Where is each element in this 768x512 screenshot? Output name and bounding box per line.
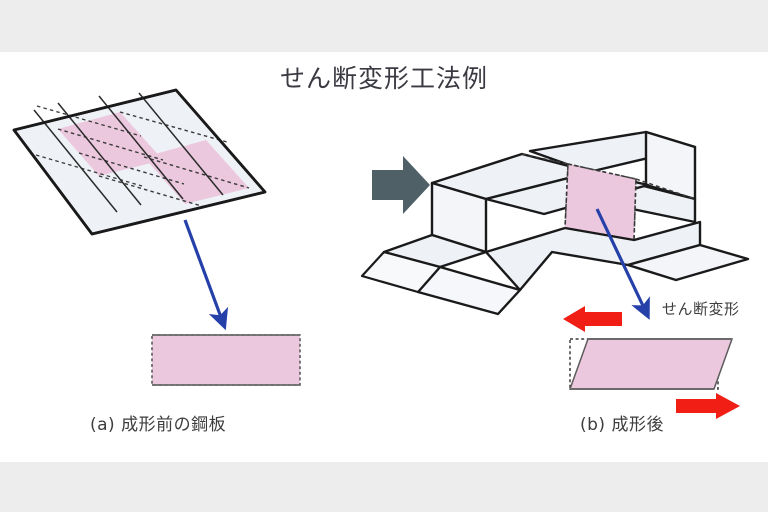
grid-solid-lines <box>33 92 224 213</box>
page-title: せん断変形工法例 <box>280 64 488 93</box>
formed-lower-left-edge <box>360 250 442 294</box>
detail-before-group <box>151 334 301 386</box>
detail-after-parallelogram <box>568 338 734 390</box>
detail-after-group <box>568 338 734 390</box>
grid-dashed-lines <box>57 111 250 208</box>
blank-sheet-outline-top <box>12 88 267 236</box>
caption-left: (a) 成形前の鋼板 <box>90 415 226 435</box>
callout-arrow-right <box>595 208 650 320</box>
shear-annotation-label: せん断変形 <box>662 300 740 318</box>
formed-right-lower-flange <box>626 243 750 282</box>
top-letterbox-band <box>0 0 768 52</box>
formed-part-group <box>360 130 750 316</box>
formed-highlight-patch <box>564 163 637 241</box>
caption-right: (b) 成形後 <box>580 415 664 435</box>
bottom-letterbox-band <box>0 462 768 512</box>
shear-arrow-left-red <box>563 306 622 332</box>
formed-hidden-edges <box>521 153 696 241</box>
callout-arrow-left <box>183 219 229 331</box>
detail-before-rect <box>151 334 301 386</box>
shear-arrow-right-red <box>676 393 740 419</box>
diagram-canvas: せん断変形工法例 <box>0 52 768 462</box>
grid-dashed-lines-b <box>35 105 143 187</box>
process-arrow <box>372 156 430 214</box>
diagram-svg: せん断変形工法例 <box>12 64 750 435</box>
blank-sheet-group <box>12 88 267 236</box>
